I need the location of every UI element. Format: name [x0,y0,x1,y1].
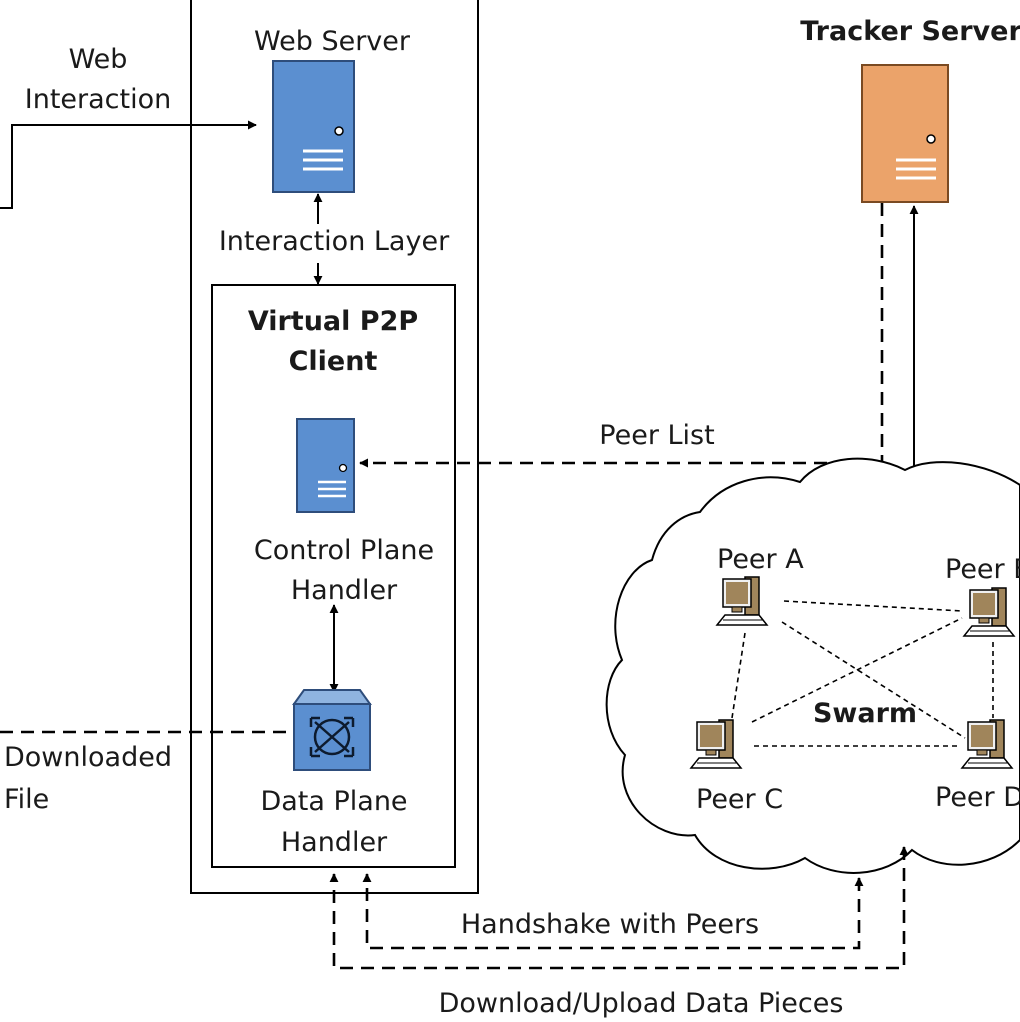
downloaded-file-label-1: Downloaded [4,742,172,773]
peer-a-computer-icon [716,576,768,626]
peer-c-computer-icon [690,719,742,769]
control-plane-label-2: Handler [291,575,398,606]
interaction-layer-label: Interaction Layer [219,226,450,257]
data-plane-label-2: Handler [281,827,388,858]
peer-a-label: Peer A [717,544,804,575]
data-plane-label-1: Data Plane [260,786,407,817]
tracker-server-label: Tracker Server [800,16,1020,47]
peer-c-label: Peer C [696,784,783,815]
control-plane-server-icon [296,418,355,513]
peer-d-label: Peer D [935,782,1020,813]
swarm-links [731,600,994,747]
control-plane-label-1: Control Plane [254,535,434,566]
web-server-label: Web Server [254,26,411,57]
handshake-label: Handshake with Peers [461,909,759,940]
web-interaction-label-1: Web [69,44,128,75]
peer-b-label: Peer B [945,554,1020,585]
swarm-label: Swarm [813,698,917,729]
downloaded-file-label-2: File [4,784,49,815]
peer-list-label: Peer List [599,420,714,451]
download-upload-arrow [329,846,909,970]
data-plane-router-icon [292,689,372,771]
peer-b-computer-icon [963,587,1015,637]
handshake-arrow [362,873,864,950]
client-title-2: Client [289,346,378,377]
web-server-icon [272,60,355,193]
web-interaction-label-2: Interaction [25,84,171,115]
peer-d-computer-icon [961,719,1013,769]
web-interaction-arrow [0,120,257,209]
download-upload-label: Download/Upload Data Pieces [439,988,844,1019]
client-title-1: Virtual P2P [248,306,418,337]
tracker-server-icon [861,64,949,203]
